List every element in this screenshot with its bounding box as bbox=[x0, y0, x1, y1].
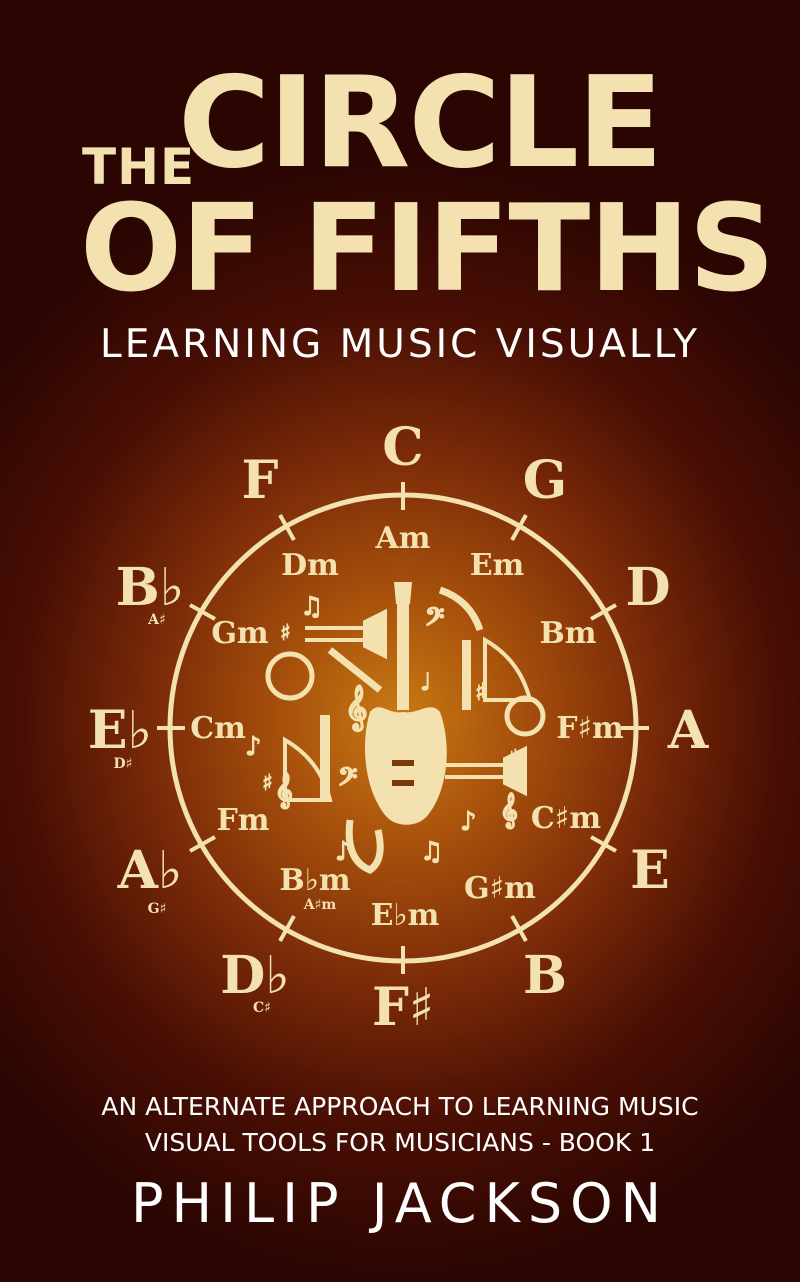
key-a-flat: A♭ bbox=[117, 840, 183, 901]
enharmonic-a-sharp-minor: A♯m bbox=[303, 897, 337, 913]
series-line: VISUAL TOOLS FOR MUSICIANS - BOOK 1 bbox=[144, 1128, 656, 1157]
music-note-icon: ♪ bbox=[245, 732, 262, 762]
key-e-minor: Em bbox=[470, 548, 525, 583]
music-note-icon: ♩ bbox=[420, 667, 431, 696]
trumpet-icon bbox=[445, 745, 527, 797]
key-f-sharp: F♯ bbox=[372, 977, 434, 1038]
key-d-flat: D♭ bbox=[220, 945, 290, 1006]
key-b-minor: Bm bbox=[539, 616, 596, 651]
key-c-sharp-minor: C♯m bbox=[531, 801, 601, 836]
music-note-icon: ♫ bbox=[420, 837, 443, 867]
bass-clef-icon: 𝄢 bbox=[338, 763, 357, 798]
key-b-flat-minor: B♭m bbox=[279, 863, 351, 898]
key-e: E bbox=[630, 840, 670, 901]
key-g: G bbox=[523, 450, 567, 511]
french-horn-icon bbox=[265, 651, 315, 701]
instruments-illustration: 𝄞 𝄞 𝄞 𝄢 𝄢 ♫ ♫ ♪ ♪ ♪ ♩ ♯ ♯ ♯ ♯ bbox=[245, 582, 546, 874]
harp-icon bbox=[483, 636, 533, 702]
enharmonic-c-sharp: C♯ bbox=[253, 1000, 271, 1016]
treble-clef-icon: 𝄞 bbox=[275, 772, 293, 810]
circle-of-fifths-diagram: 𝄞 𝄞 𝄞 𝄢 𝄢 ♫ ♫ ♪ ♪ ♪ ♩ ♯ ♯ ♯ ♯ C G D A E … bbox=[88, 417, 709, 1038]
key-b-flat: B♭ bbox=[116, 557, 184, 618]
key-a-minor: Am bbox=[374, 521, 430, 556]
treble-clef-icon: 𝄞 bbox=[345, 684, 367, 732]
enharmonic-g-sharp: G♯ bbox=[148, 901, 167, 917]
tagline: AN ALTERNATE APPROACH TO LEARNING MUSIC bbox=[101, 1092, 699, 1121]
title-of-fifths: OF FIFTHS bbox=[80, 180, 775, 319]
sharp-icon: ♯ bbox=[280, 620, 291, 646]
music-note-icon: ♫ bbox=[300, 592, 323, 622]
key-g-minor: Gm bbox=[211, 616, 269, 651]
sharp-icon: ♯ bbox=[262, 770, 273, 796]
clarinet-icon bbox=[320, 715, 330, 800]
enharmonic-a-sharp: A♯ bbox=[147, 612, 166, 628]
saxophone-icon bbox=[345, 819, 384, 874]
key-f: F bbox=[242, 450, 279, 511]
trumpet-icon bbox=[305, 608, 387, 660]
key-d-minor: Dm bbox=[281, 548, 339, 583]
author-name: PHILIP JACKSON bbox=[130, 1172, 670, 1235]
key-a: A bbox=[667, 700, 709, 761]
flute-icon bbox=[327, 647, 383, 693]
key-e-flat-minor: E♭m bbox=[371, 898, 440, 933]
key-b: B bbox=[523, 945, 567, 1006]
key-g-sharp-minor: G♯m bbox=[464, 871, 536, 906]
title-circle: CIRCLE bbox=[178, 49, 663, 196]
saxophone-icon bbox=[438, 586, 484, 632]
tick-marks bbox=[157, 482, 649, 974]
french-horn-icon bbox=[504, 695, 546, 737]
enharmonic-d-sharp: D♯ bbox=[114, 756, 133, 772]
key-c-minor: Cm bbox=[190, 711, 246, 746]
key-c: C bbox=[382, 417, 423, 478]
music-note-icon: ♪ bbox=[460, 807, 477, 837]
sharp-icon: ♯ bbox=[475, 677, 487, 706]
key-f-minor: Fm bbox=[216, 803, 269, 838]
sharp-icon: ♯ bbox=[508, 745, 519, 771]
key-d: D bbox=[625, 557, 670, 618]
key-e-flat: E♭ bbox=[88, 700, 152, 761]
key-f-sharp-minor: F♯m bbox=[556, 711, 624, 746]
clarinet-icon bbox=[462, 640, 471, 710]
title-the: THE bbox=[82, 138, 196, 196]
bass-clef-icon: 𝄢 bbox=[425, 603, 444, 638]
subtitle: LEARNING MUSIC VISUALLY bbox=[100, 322, 700, 367]
music-note-icon: ♪ bbox=[335, 837, 352, 867]
treble-clef-icon: 𝄞 bbox=[500, 792, 518, 830]
guitar-icon bbox=[365, 582, 447, 825]
